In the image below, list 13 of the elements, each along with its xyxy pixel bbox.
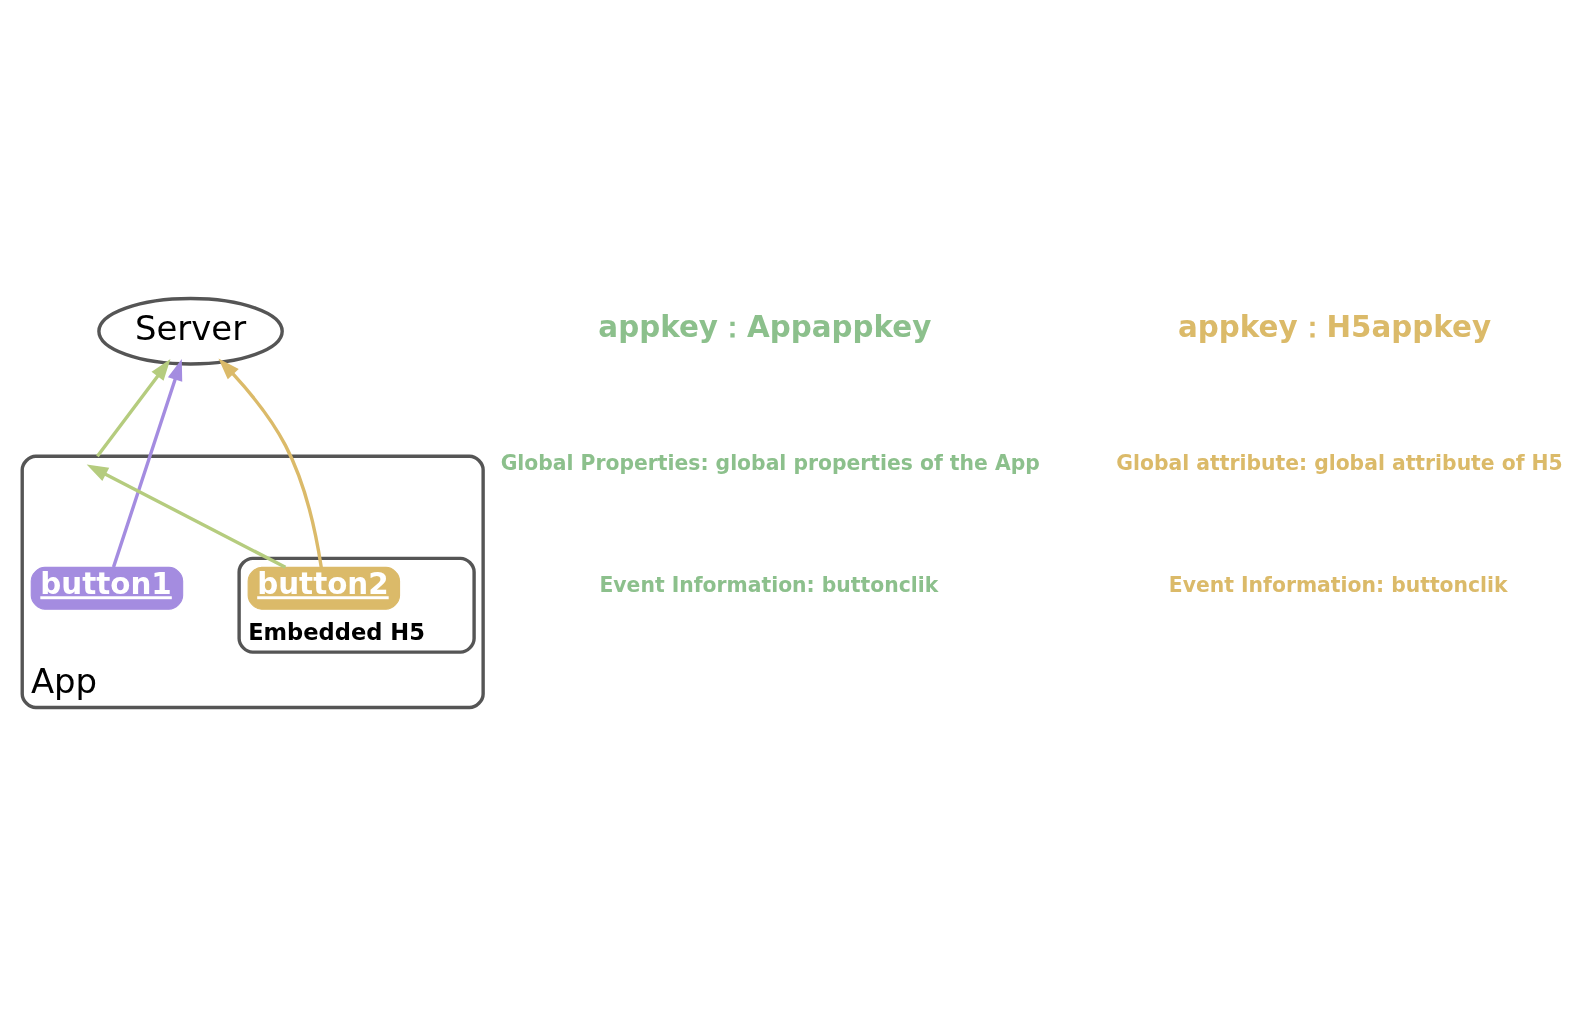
label: Event Information: buttonclik [599, 572, 939, 597]
label: Global attribute: global attribute of H5 [1116, 450, 1563, 475]
label: Global Properties: global properties of the App [500, 450, 1040, 475]
node-box: button1 [30, 566, 184, 610]
node-box: button2 [247, 566, 401, 610]
arrow [96, 358, 171, 457]
label: appkey：H5appkey [1177, 309, 1492, 344]
arrow [86, 464, 287, 569]
node-ellipse: Server [97, 296, 284, 366]
arrow [111, 358, 183, 568]
label: appkey：Appappkey [598, 309, 932, 344]
label: Event Information: buttonclik [1168, 572, 1508, 597]
arrow [218, 358, 323, 568]
